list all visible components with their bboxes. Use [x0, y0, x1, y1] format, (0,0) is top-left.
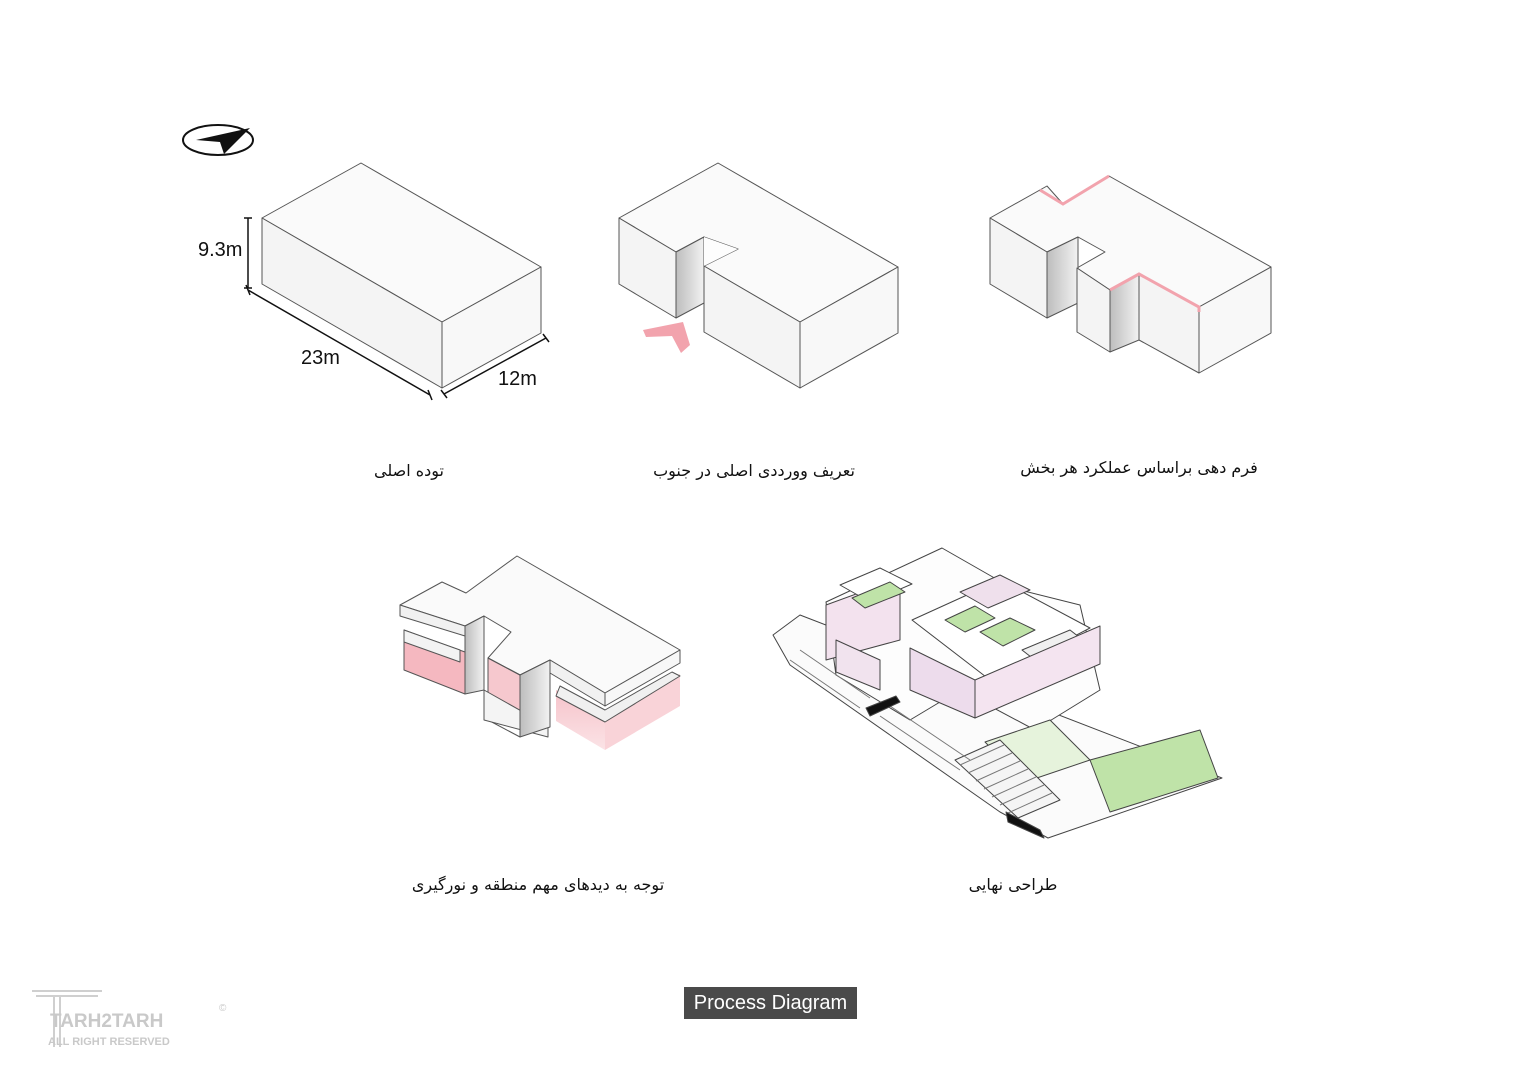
dimension-lines — [244, 217, 550, 401]
diagram-views-daylight — [399, 555, 681, 750]
caption-main-mass: توده اصلی — [374, 461, 444, 480]
tarh2tarh-logo-icon — [32, 990, 102, 1047]
caption-final-design: طراحی نهایی — [968, 875, 1058, 894]
caption-function-form: فرم دهی براساس عملکرد هر بخش — [1020, 458, 1258, 477]
diagram-final-design — [772, 547, 1223, 839]
diagram-entrance-definition — [618, 162, 899, 389]
diagram-main-mass — [261, 162, 542, 389]
length-dimension-label: 23m — [301, 347, 340, 369]
caption-views-daylight: توجه به دیدهای مهم منطقه و نورگیری — [411, 875, 665, 894]
diagram-function-form — [989, 175, 1272, 374]
process-diagram-title: Process Diagram — [684, 987, 857, 1019]
function-highlight-edges — [1039, 174, 1201, 312]
entrance-arrow-icon — [643, 322, 690, 353]
north-arrow-icon — [182, 124, 254, 156]
caption-entrance-definition: تعریف وورددی اصلی در جنوب — [653, 461, 855, 480]
watermark-tagline: ALL RIGHT RESERVED — [48, 1036, 170, 1048]
watermark-name: TARH2TARH — [50, 1011, 164, 1032]
height-dimension-label: 9.3m — [198, 239, 242, 261]
watermark-copyright: © — [219, 1003, 227, 1014]
width-dimension-label: 12m — [498, 368, 537, 390]
